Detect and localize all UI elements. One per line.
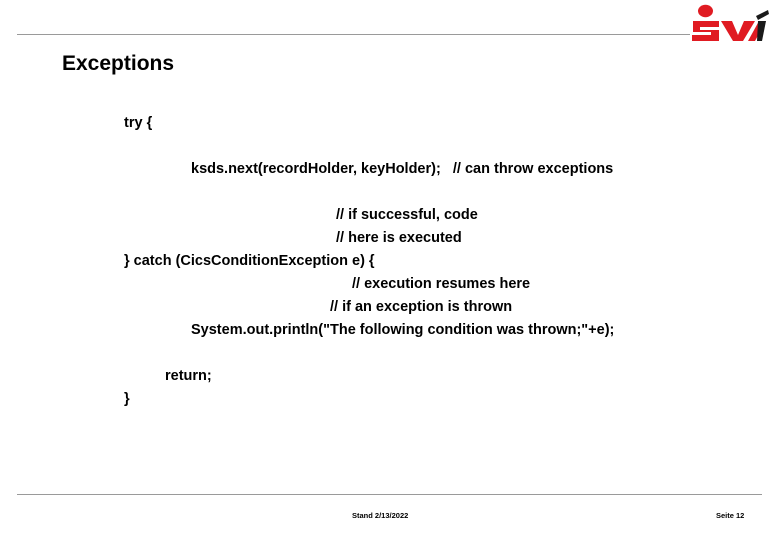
footer-divider — [17, 494, 762, 495]
code-line: // here is executed — [336, 230, 462, 246]
code-line: // if an exception is thrown — [330, 299, 513, 315]
code-line: System.out.println("The following condit… — [191, 322, 615, 338]
code-line: // execution resumes here — [352, 276, 531, 292]
svi-logo-icon — [688, 2, 774, 44]
header-divider — [17, 34, 690, 35]
code-line: } — [124, 391, 130, 407]
code-line-blank — [0, 135, 780, 158]
code-line: ksds.next(recordHolder, keyHolder); // c… — [191, 161, 614, 177]
footer-date: Stand 2/13/2022 — [352, 511, 409, 520]
code-line: } catch (CicsConditionException e) { — [124, 253, 375, 269]
code-line: try { — [124, 115, 153, 131]
code-line: // if successful, code — [336, 207, 478, 223]
code-block: try { ksds.next(recordHolder, keyHolder)… — [0, 112, 780, 411]
code-line: return; — [165, 368, 212, 384]
footer-page-number: Seite 12 — [716, 511, 745, 520]
code-line-blank — [0, 342, 780, 365]
code-line-blank — [0, 181, 780, 204]
page-title: Exceptions — [62, 52, 175, 75]
